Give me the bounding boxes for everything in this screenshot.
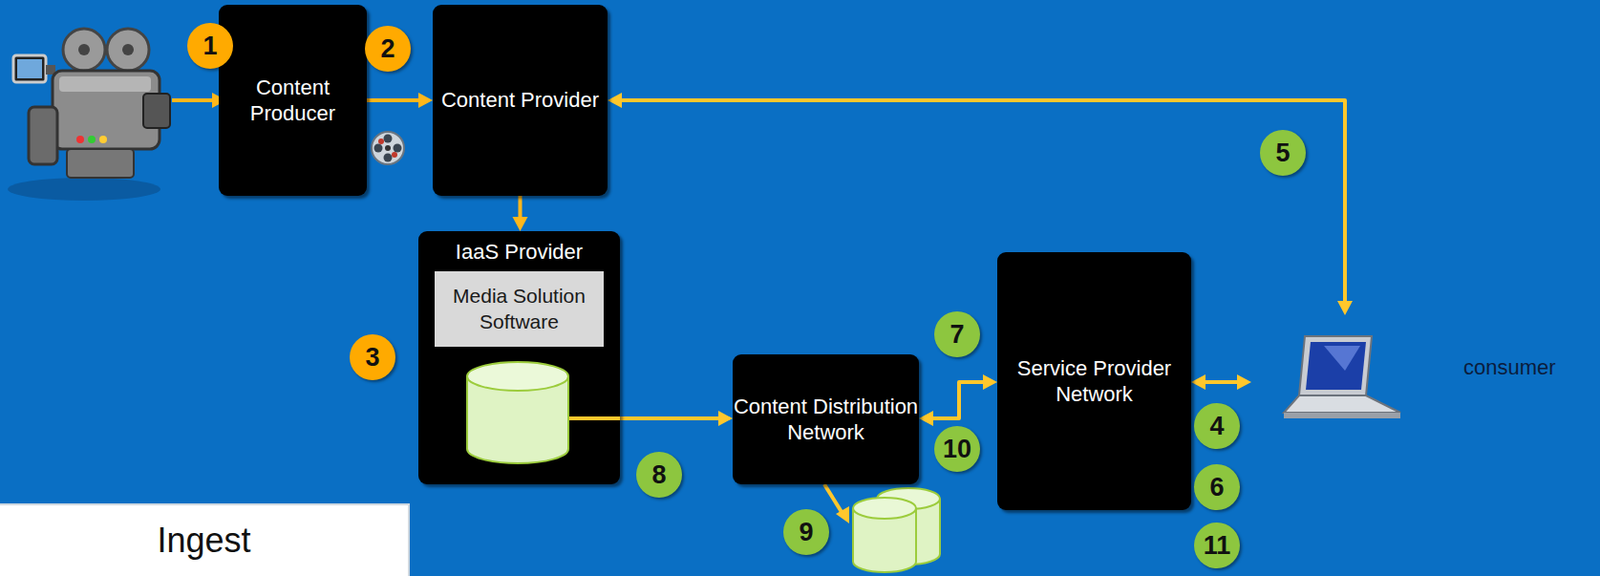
process-box: Content Producer <box>218 4 367 196</box>
connector-arrow <box>1191 374 1252 390</box>
callout-number: 2 <box>364 25 411 72</box>
process-box: Service Provider Network <box>997 252 1192 511</box>
callout-number: 6 <box>1194 464 1240 511</box>
callout-number: 5 <box>1259 129 1306 176</box>
process-box: Content Distribution Network <box>732 354 919 485</box>
callout-number: 3 <box>349 334 396 381</box>
film-reel-icon <box>371 131 405 165</box>
node-label: IaaS Provider <box>455 238 583 266</box>
software-box: Media Solution Software <box>434 271 604 347</box>
laptop-icon <box>1276 332 1410 428</box>
node-label: Ingest <box>156 520 251 561</box>
storage-cylinders <box>853 488 940 573</box>
callout-number: 11 <box>1194 522 1240 569</box>
storage-arrow-head <box>835 506 850 524</box>
storage-arrow <box>824 484 842 512</box>
database-icon <box>418 231 620 485</box>
node-label: Content Distribution Network <box>732 393 919 447</box>
node-label: consumer <box>1463 355 1557 381</box>
connector-arrow <box>366 92 433 108</box>
callout-number: 4 <box>1194 403 1240 449</box>
callout-number: 9 <box>783 509 830 555</box>
connector-arrow <box>918 374 998 427</box>
callout-number: 8 <box>636 451 683 498</box>
process-box: Content Provider <box>432 4 608 196</box>
title-box: Ingest <box>0 503 410 576</box>
node-label: Content Provider <box>441 86 599 114</box>
connector-arrow <box>512 195 529 232</box>
callout-number: 7 <box>934 311 981 358</box>
video-camera-icon <box>7 28 171 201</box>
provider-box: IaaS ProviderMedia Solution Software <box>418 231 620 485</box>
input-arrow <box>171 98 214 103</box>
consumer-node: consumer <box>1251 315 1591 421</box>
connector-arrow <box>607 92 1353 316</box>
node-label: Media Solution Software <box>442 283 597 335</box>
connector-arrow <box>619 410 733 427</box>
callout-number: 10 <box>934 426 981 472</box>
node-label: Content Producer <box>218 74 367 128</box>
node-label: Service Provider Network <box>997 355 1192 408</box>
callout-number: 1 <box>187 22 234 69</box>
